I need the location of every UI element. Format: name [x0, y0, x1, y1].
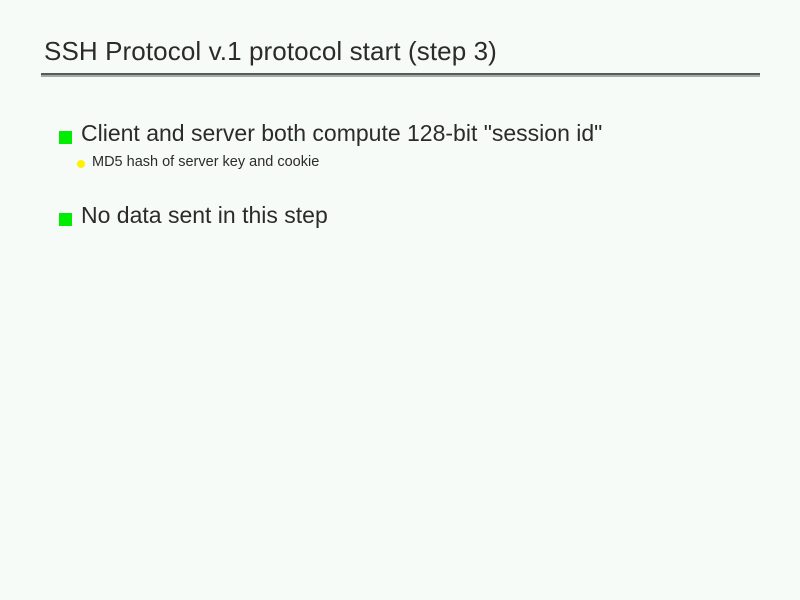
bullet-square-icon — [59, 213, 72, 226]
title-separator-rule — [41, 73, 760, 77]
title-separator-rule-bottom — [41, 75, 760, 77]
bullet-square-icon — [59, 131, 72, 144]
bullet-text: Client and server both compute 128-bit "… — [81, 120, 603, 146]
page-title: SSH Protocol v.1 protocol start (step 3) — [44, 36, 497, 66]
title-separator-rule-top — [41, 73, 760, 75]
list-item: Client and server both compute 128-bit "… — [0, 118, 800, 172]
bullet-text: No data sent in this step — [81, 202, 328, 228]
slide-title-block: SSH Protocol v.1 protocol start (step 3) — [41, 34, 760, 68]
list-item: MD5 hash of server key and cookie — [77, 152, 800, 172]
slide-body: Client and server both compute 128-bit "… — [0, 118, 800, 231]
list-item: No data sent in this step — [0, 200, 800, 231]
sub-bullet-text: MD5 hash of server key and cookie — [92, 154, 320, 170]
bullet-list-level2: MD5 hash of server key and cookie — [77, 152, 800, 172]
bullet-list-level1: Client and server both compute 128-bit "… — [0, 118, 800, 231]
bullet-dot-icon — [77, 160, 85, 168]
